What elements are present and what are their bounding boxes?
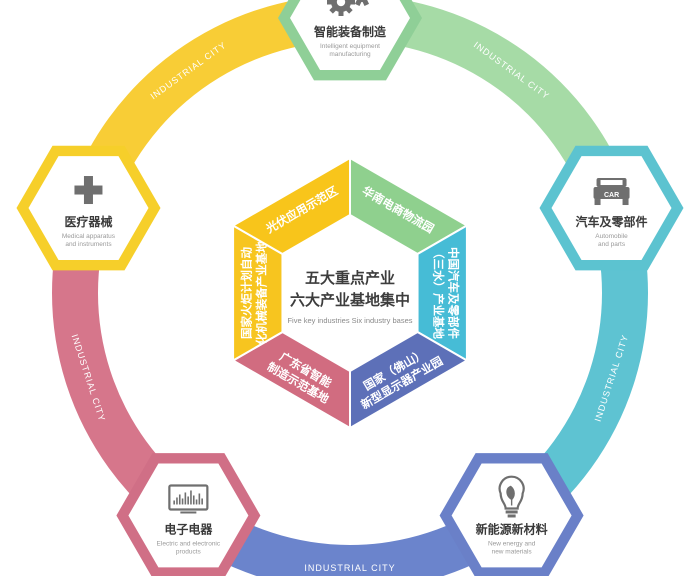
node-subtitle-line2: and parts bbox=[598, 241, 626, 248]
node-subtitle-line1: Automobile bbox=[595, 233, 628, 240]
center-inner-hexagon bbox=[282, 215, 418, 371]
lightbulb-icon bbox=[498, 475, 525, 518]
ring-label: INDUSTRIAL CITY bbox=[304, 563, 395, 573]
center-hexagon: 华南电商物流园中国汽车及零部件（三水）产业基地国家（佛山）新型显示器产业园广东省… bbox=[231, 156, 469, 430]
base-segment-label: 中国汽车及零部件 bbox=[447, 247, 461, 339]
center-title-line1: 五大重点产业 bbox=[305, 269, 395, 287]
ring-segment bbox=[174, 496, 526, 576]
node-hexagon-inner bbox=[28, 156, 149, 260]
node-title: 汽车及零部件 bbox=[576, 214, 648, 229]
node-subtitle-line1: Intelligent equipment bbox=[320, 43, 380, 50]
monitor-icon bbox=[168, 484, 209, 514]
base-segment-label: （三水）产业基地 bbox=[432, 247, 446, 339]
medical-cross-icon bbox=[74, 176, 103, 205]
node-title: 医疗器械 bbox=[64, 214, 112, 229]
gears-icon bbox=[327, 0, 370, 16]
node-subtitle-line2: new materials bbox=[492, 548, 533, 555]
node-subtitle-line2: products bbox=[176, 548, 202, 555]
node-hexagon-inner bbox=[551, 156, 672, 260]
base-segment-label: 化机械装备产业基地 bbox=[254, 241, 268, 345]
node-subtitle-line2: manufacturing bbox=[329, 51, 371, 58]
base-segment-label: 国家火炬计划自动 bbox=[239, 247, 253, 339]
node-title: 电子电器 bbox=[164, 521, 213, 536]
node-title: 新能源新材料 bbox=[476, 521, 548, 536]
node-title: 智能装备制造 bbox=[313, 24, 387, 39]
ring-segment bbox=[52, 200, 202, 535]
svg-text:CAR: CAR bbox=[604, 192, 619, 199]
ring-segment bbox=[498, 200, 648, 535]
base-segment: 中国汽车及零部件（三水）产业基地 bbox=[416, 223, 468, 363]
node-subtitle-line2: and instruments bbox=[65, 241, 112, 248]
node-hexagons: 智能装备制造 Intelligent equipmentmanufacturing… bbox=[16, 0, 684, 576]
node-subtitle-line1: Electric and electronic bbox=[157, 540, 221, 547]
base-segment: 国家火炬计划自动化机械装备产业基地 bbox=[232, 223, 284, 363]
node-subtitle-line1: Medical apparatus bbox=[62, 233, 116, 240]
node-hexagon-inner bbox=[128, 463, 249, 568]
center-subtitle: Five key industries Six industry bases bbox=[287, 316, 412, 325]
center-title-line2: 六大产业基地集中 bbox=[290, 291, 410, 309]
car-icon: CAR bbox=[593, 178, 630, 206]
node-subtitle-line1: New energy and bbox=[488, 540, 536, 547]
node-hexagon-inner bbox=[290, 0, 410, 70]
